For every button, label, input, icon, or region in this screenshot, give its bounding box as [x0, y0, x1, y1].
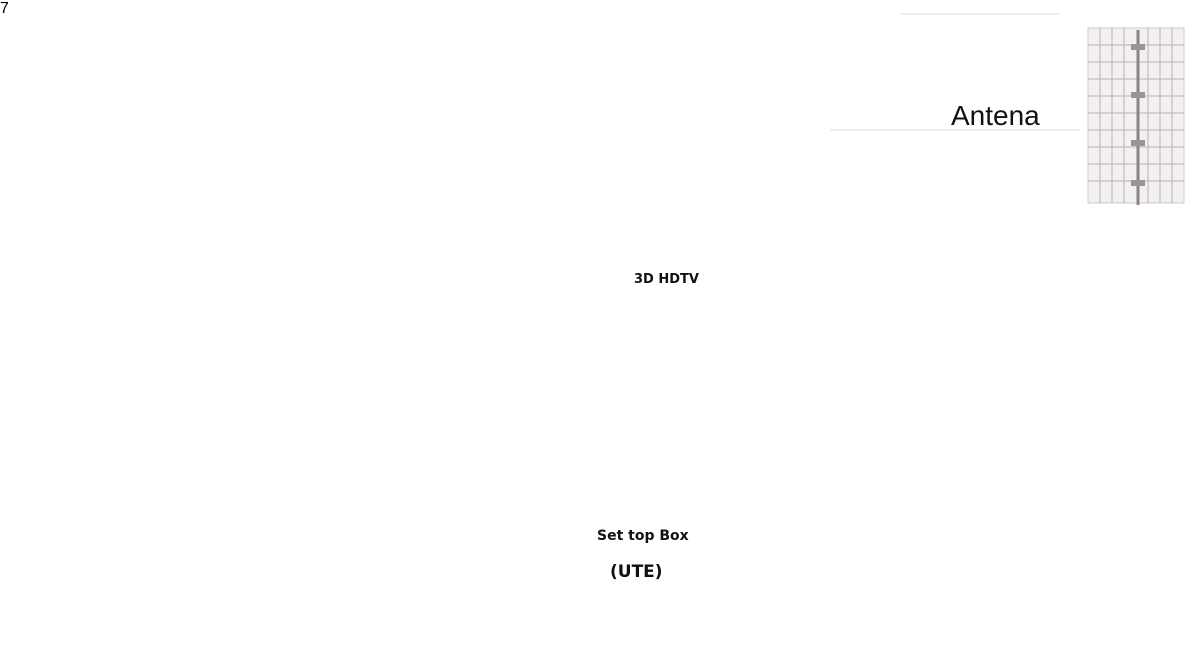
ute-label: (UTE)	[610, 562, 663, 582]
set-top-box-label: Set top Box	[597, 528, 689, 544]
antenna-icon	[1088, 28, 1184, 205]
antenna-label: Antena	[951, 100, 1040, 132]
tv-label: 3D HDTV	[634, 272, 699, 287]
